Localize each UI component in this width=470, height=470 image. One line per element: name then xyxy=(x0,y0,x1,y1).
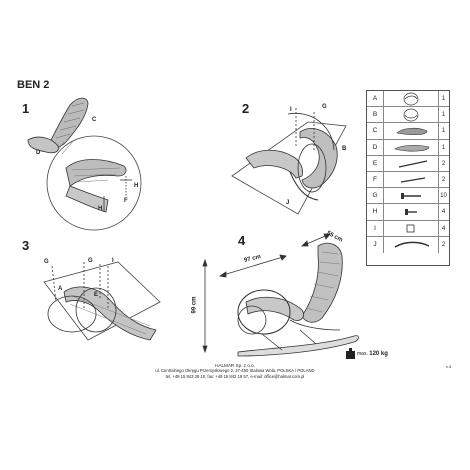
step1-label-h: H xyxy=(134,183,139,189)
part-quantity: 4 xyxy=(441,225,446,232)
parts-row: H 4 xyxy=(367,204,449,221)
step-number-1: 1 xyxy=(22,101,30,116)
square-cap-icon xyxy=(383,220,439,236)
version-label: v.3 xyxy=(446,364,452,369)
step-number-4: 4 xyxy=(238,233,246,248)
part-quantity: 1 xyxy=(441,128,446,135)
step3-drawing xyxy=(43,261,161,341)
step1-label-h: H xyxy=(98,206,103,212)
part-letter: D xyxy=(367,139,384,155)
step1-label-f: F xyxy=(124,198,128,204)
part-letter: A xyxy=(367,91,384,107)
step2-label-i: I xyxy=(290,107,292,113)
parts-row: G 10 xyxy=(367,188,449,205)
backrest-icon xyxy=(383,123,439,139)
part-quantity: 1 xyxy=(441,96,446,102)
part-quantity: 2 xyxy=(441,241,446,248)
step3-label-g: G xyxy=(88,258,93,264)
step2-drawing xyxy=(231,108,347,215)
parts-row: E 2 xyxy=(367,155,449,172)
footer-address: ul. Centralnego Okręgu Przemysłowego 2, … xyxy=(155,368,315,374)
step4-drawing xyxy=(202,233,359,359)
part-quantity: 2 xyxy=(441,160,446,167)
part-letter: G xyxy=(367,188,384,204)
step1-label-c: C xyxy=(92,117,97,123)
parts-list-table: A 1 B 1 C 1 D 1 E xyxy=(366,90,450,266)
runner-icon xyxy=(383,236,439,253)
step3-label-a: A xyxy=(58,286,63,292)
footer-company: HALMAR Sp. z o.o. xyxy=(215,363,255,368)
part-letter: C xyxy=(367,123,384,139)
step1-label-d: D xyxy=(36,150,41,156)
part-quantity: 2 xyxy=(441,177,446,183)
step-number-2: 2 xyxy=(242,101,250,116)
part-letter: E xyxy=(367,155,384,171)
part-letter: J xyxy=(367,236,384,253)
parts-row: C 1 xyxy=(367,123,449,140)
footer-contact: tel. +48 15 843 28 10, fax: +48 15 842 1… xyxy=(165,373,305,379)
armrest-ring-icon xyxy=(383,91,439,107)
step3-label-e: E xyxy=(94,292,99,298)
step2-label-g: G xyxy=(322,104,327,110)
parts-row: J 2 xyxy=(367,236,449,253)
parts-row: A 1 xyxy=(367,91,449,108)
step2-label-b: B xyxy=(342,146,347,152)
screw-icon xyxy=(383,204,439,220)
part-letter: I xyxy=(367,220,384,236)
step2-label-j: J xyxy=(286,200,290,206)
part-quantity: 4 xyxy=(441,209,446,216)
part-letter: F xyxy=(367,172,384,188)
step3-label-i: I xyxy=(112,258,114,264)
rod-icon xyxy=(383,172,439,188)
parts-row: B 1 xyxy=(367,107,449,124)
part-letter: B xyxy=(367,107,384,123)
parts-row: I 4 xyxy=(367,220,449,237)
part-quantity: 10 xyxy=(440,193,447,200)
part-quantity: 1 xyxy=(441,144,446,151)
step-number-3: 3 xyxy=(22,238,30,253)
max-weight: max. 120 kg xyxy=(357,351,388,357)
dimension-height: 99 cm xyxy=(191,296,198,314)
part-quantity: 1 xyxy=(441,112,446,119)
parts-row: D 1 xyxy=(367,139,449,156)
step3-label-g: G xyxy=(44,259,49,265)
step1-drawing xyxy=(27,97,142,231)
screw-icon xyxy=(383,188,439,204)
armrest-ring-icon xyxy=(383,107,439,123)
product-title: BEN 2 xyxy=(17,79,50,91)
parts-row: F 2 xyxy=(367,172,449,189)
rod-icon xyxy=(383,155,439,171)
footer: HALMAR Sp. z o.o. ul. Centralnego Okręgu… xyxy=(0,363,470,379)
seat-icon xyxy=(383,139,439,155)
part-letter: H xyxy=(367,204,384,220)
max-weight-prefix: max. xyxy=(357,351,368,357)
max-weight-value: 120 kg xyxy=(369,351,388,357)
